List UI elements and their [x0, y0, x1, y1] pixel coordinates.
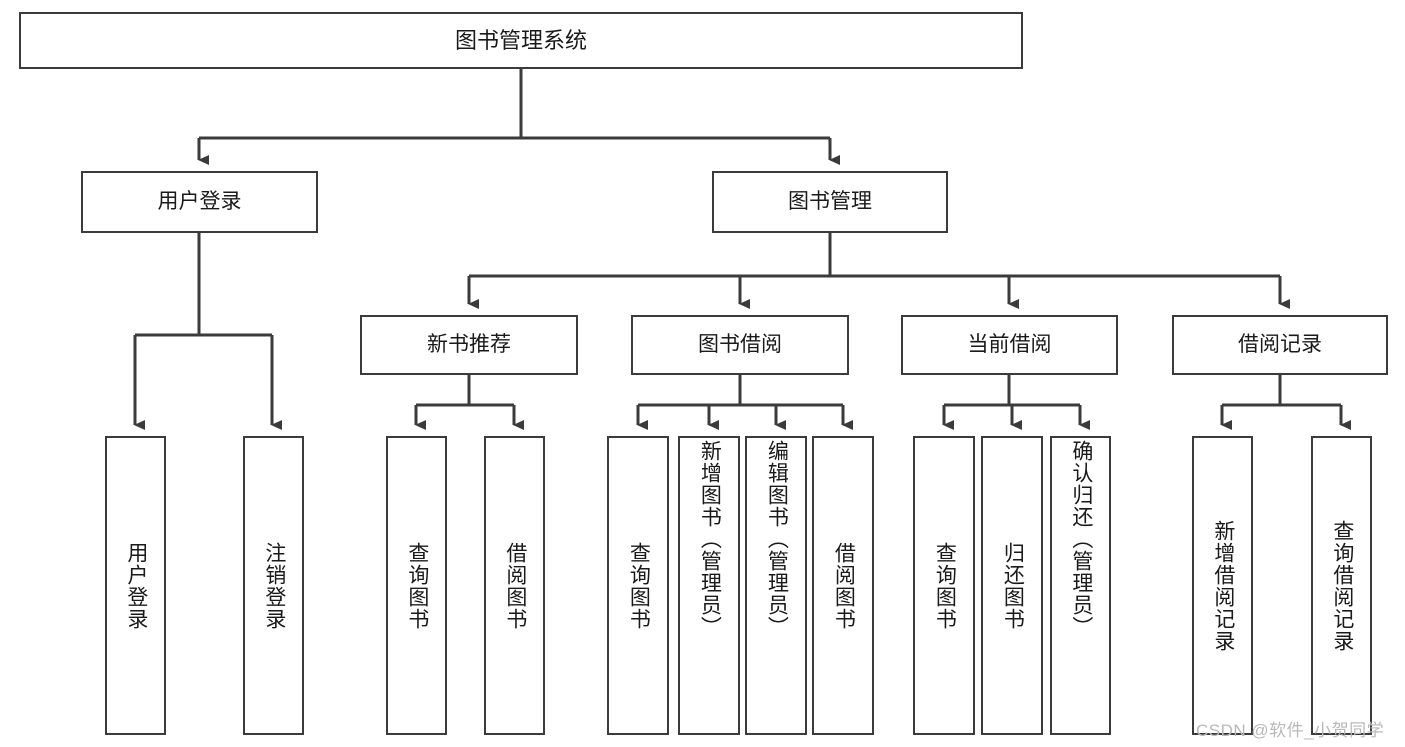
node-leaf-logout[interactable]: 注销登录	[243, 436, 304, 735]
node-leaf-query-book-3[interactable]: 查询图书	[913, 436, 975, 735]
node-leaf-add-book-label: 新增图书（管理员）	[698, 440, 722, 638]
node-leaf-confirm-return[interactable]: 确认归还（管理员）	[1050, 436, 1111, 735]
node-new-book-recommend[interactable]: 新书推荐	[360, 315, 578, 375]
node-leaf-query-record[interactable]: 查询借阅记录	[1311, 436, 1372, 735]
node-book-manage[interactable]: 图书管理	[712, 171, 948, 233]
node-borrow-record-label: 借阅记录	[1238, 332, 1322, 356]
node-leaf-borrow-book-1-label: 借阅图书	[503, 541, 527, 630]
node-current-borrow[interactable]: 当前借阅	[901, 315, 1118, 375]
node-leaf-user-login-label: 用户登录	[124, 541, 148, 630]
node-leaf-query-book-2[interactable]: 查询图书	[607, 436, 669, 735]
node-leaf-add-record-label: 新增借阅记录	[1211, 519, 1235, 652]
node-user-login-label: 用户登录	[157, 189, 242, 213]
node-book-borrow-label: 图书借阅	[698, 332, 782, 356]
node-leaf-logout-label: 注销登录	[262, 541, 286, 630]
node-current-borrow-label: 当前借阅	[967, 332, 1052, 356]
node-leaf-edit-book-label: 编辑图书（管理员）	[765, 440, 789, 638]
node-leaf-borrow-book-1[interactable]: 借阅图书	[484, 436, 545, 735]
node-leaf-return-book-label: 归还图书	[1001, 541, 1025, 630]
node-leaf-add-record[interactable]: 新增借阅记录	[1192, 436, 1253, 735]
node-leaf-borrow-book-2-label: 借阅图书	[832, 541, 856, 630]
node-leaf-edit-book[interactable]: 编辑图书（管理员）	[745, 436, 807, 735]
node-root-label: 图书管理系统	[454, 27, 587, 53]
node-leaf-return-book[interactable]: 归还图书	[981, 436, 1043, 735]
node-leaf-query-record-label: 查询借阅记录	[1330, 519, 1354, 652]
node-user-login[interactable]: 用户登录	[81, 171, 318, 233]
node-book-borrow[interactable]: 图书借阅	[631, 315, 849, 375]
node-new-book-recommend-label: 新书推荐	[427, 332, 511, 356]
node-leaf-query-book-1[interactable]: 查询图书	[386, 436, 447, 735]
node-book-manage-label: 图书管理	[788, 189, 872, 213]
node-leaf-query-book-3-label: 查询图书	[933, 541, 957, 630]
node-leaf-confirm-return-label: 确认归还（管理员）	[1069, 440, 1093, 638]
node-leaf-query-book-2-label: 查询图书	[627, 541, 651, 630]
node-borrow-record[interactable]: 借阅记录	[1172, 315, 1388, 375]
node-leaf-query-book-1-label: 查询图书	[405, 541, 429, 630]
node-root[interactable]: 图书管理系统	[19, 12, 1023, 69]
node-leaf-add-book[interactable]: 新增图书（管理员）	[678, 436, 740, 735]
node-leaf-user-login[interactable]: 用户登录	[105, 436, 166, 735]
node-leaf-borrow-book-2[interactable]: 借阅图书	[812, 436, 874, 735]
